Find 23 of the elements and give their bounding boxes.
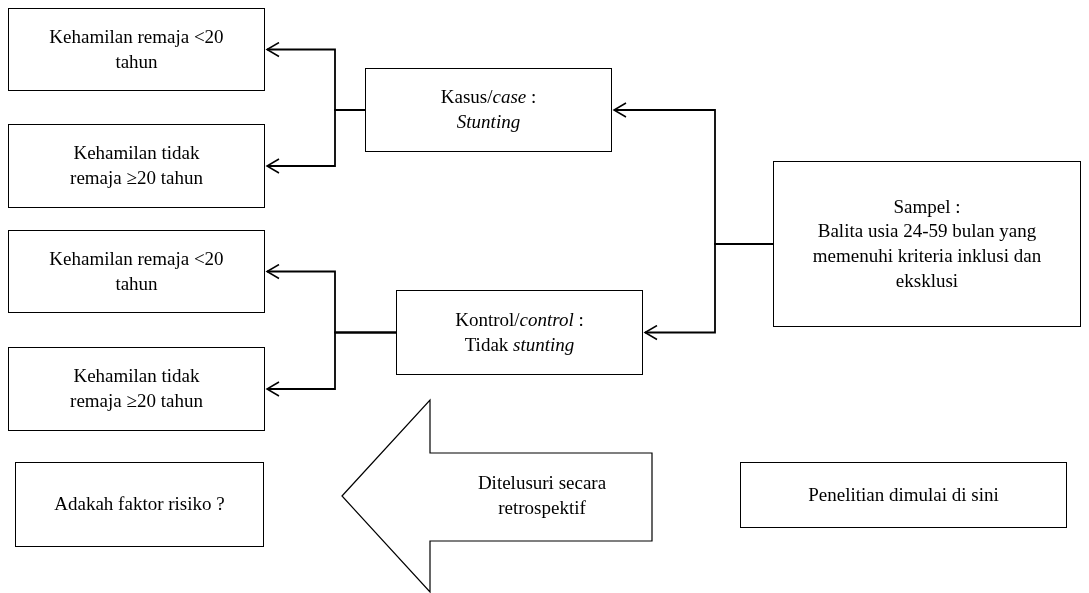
node-text: Kehamilan remaja <20 tahun bbox=[48, 246, 225, 296]
sample-box bbox=[773, 161, 1081, 327]
node-text: Kehamilan tidak remaja ≥20 tahun bbox=[69, 141, 204, 190]
node-text: Sampel : bbox=[893, 194, 961, 219]
node-text: Adakah faktor risiko ? bbox=[54, 492, 225, 517]
outcome-box bbox=[8, 347, 265, 431]
node-text: Kehamilan remaja <20 tahun bbox=[48, 24, 225, 74]
question-box bbox=[15, 462, 264, 547]
group-box bbox=[396, 290, 643, 375]
outcome-box bbox=[8, 8, 265, 91]
node-text: Kasus/case : Stunting bbox=[439, 85, 538, 134]
start-box bbox=[740, 462, 1067, 528]
node-text: Ditelusuri secara retrospektif bbox=[476, 471, 608, 520]
node-text: Penelitian dimulai di sini bbox=[808, 482, 999, 507]
group-box bbox=[365, 68, 612, 152]
outcome-box bbox=[8, 124, 265, 208]
node-text: Kontrol/control : Tidak stunting bbox=[454, 307, 585, 357]
node-text: Kehamilan tidak remaja ≥20 tahun bbox=[69, 364, 204, 413]
arrow bbox=[266, 331, 397, 397]
node-text: Balita usia 24-59 bulan yang memenuhi kriteria inklusi dan eksklusi bbox=[811, 219, 1043, 293]
arrow bbox=[266, 109, 366, 174]
outcome-box bbox=[8, 230, 265, 313]
arrow bbox=[644, 243, 774, 341]
